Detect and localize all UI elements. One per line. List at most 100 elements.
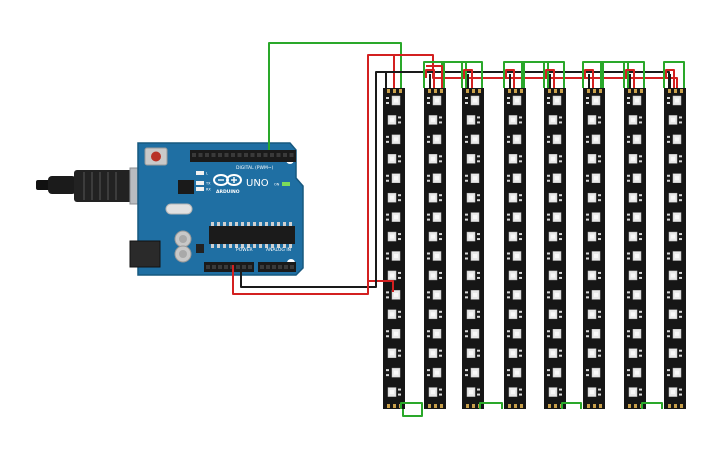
strip-pad[interactable]	[393, 404, 396, 408]
header-pin[interactable]	[242, 265, 246, 269]
strip-pad[interactable]	[628, 89, 631, 93]
strip-pad[interactable]	[548, 89, 551, 93]
strip-pad[interactable]	[680, 89, 683, 93]
header-pin[interactable]	[218, 153, 222, 157]
wire-data-arch[interactable]	[503, 61, 525, 88]
strip-pad[interactable]	[520, 89, 523, 93]
wire-power-jumper[interactable]	[545, 69, 555, 88]
strip-pad[interactable]	[393, 89, 396, 93]
header-pin[interactable]	[283, 153, 287, 157]
header-pin[interactable]	[290, 265, 294, 269]
header-pin[interactable]	[224, 265, 228, 269]
strip-pad[interactable]	[548, 404, 551, 408]
header-pin[interactable]	[224, 153, 229, 157]
led-strip-2[interactable]	[424, 88, 446, 409]
strip-pad[interactable]	[599, 89, 602, 93]
wire-data-arch[interactable]	[543, 61, 565, 88]
wire-data-arduino[interactable]	[268, 42, 402, 150]
header-pin[interactable]	[289, 153, 294, 157]
header-pin[interactable]	[205, 153, 209, 157]
strip-pad[interactable]	[508, 89, 511, 93]
strip-pad[interactable]	[440, 404, 443, 408]
strip-pad[interactable]	[634, 404, 637, 408]
strip-pad[interactable]	[434, 404, 437, 408]
dc-power-jack[interactable]	[129, 240, 161, 268]
strip-pad[interactable]	[514, 404, 517, 408]
header-pin[interactable]	[198, 153, 203, 157]
strip-pad[interactable]	[640, 89, 643, 93]
wire-5v-arduino[interactable]	[232, 265, 369, 295]
wire-power-jumper[interactable]	[584, 69, 594, 88]
wire-data-bottom[interactable]	[402, 405, 423, 417]
wire-data-arch[interactable]	[663, 61, 685, 88]
strip-pad[interactable]	[587, 89, 590, 93]
wire-power-jumper[interactable]	[665, 69, 675, 88]
led-strip-8[interactable]	[664, 88, 686, 409]
strip-pad[interactable]	[680, 404, 683, 408]
led-strip-6[interactable]	[583, 88, 605, 409]
strip-pad[interactable]	[674, 404, 677, 408]
strip-pad[interactable]	[587, 404, 590, 408]
wire-data-jumper[interactable]	[521, 61, 549, 88]
header-pin[interactable]	[248, 265, 252, 269]
strip-pad[interactable]	[668, 89, 671, 93]
led-strip-7[interactable]	[624, 88, 646, 409]
wire-data-jumper[interactable]	[600, 61, 629, 88]
wire-data-arch[interactable]	[461, 61, 483, 88]
header-pin[interactable]	[212, 265, 216, 269]
strip-pad[interactable]	[674, 89, 677, 93]
strip-pad[interactable]	[634, 89, 637, 93]
reset-button-cap[interactable]	[151, 151, 161, 162]
strip-pad[interactable]	[428, 89, 431, 93]
strip-pad[interactable]	[668, 404, 671, 408]
strip-pad[interactable]	[428, 404, 431, 408]
strip-pad[interactable]	[508, 404, 511, 408]
strip-pad[interactable]	[628, 404, 631, 408]
strip-pad[interactable]	[434, 89, 437, 93]
led-strip-5[interactable]	[544, 88, 566, 409]
header-pin[interactable]	[244, 153, 248, 157]
header-pin[interactable]	[218, 265, 222, 269]
header-pin[interactable]	[272, 265, 276, 269]
wire-data-arch[interactable]	[623, 61, 645, 88]
strip-pad[interactable]	[387, 89, 390, 93]
strip-pad[interactable]	[387, 404, 390, 408]
led-strip-1[interactable]	[383, 88, 405, 409]
header-pin[interactable]	[266, 265, 270, 269]
header-pin[interactable]	[260, 265, 264, 269]
wire-power-jumper[interactable]	[425, 69, 435, 88]
strip-pad[interactable]	[520, 404, 523, 408]
header-pin[interactable]	[263, 153, 268, 157]
wire-ground-main[interactable]	[240, 71, 387, 288]
wire-power-jumper[interactable]	[426, 65, 443, 88]
strip-pad[interactable]	[554, 89, 557, 93]
strip-pad[interactable]	[472, 404, 475, 408]
strip-pad[interactable]	[560, 89, 563, 93]
strip-pad[interactable]	[466, 89, 469, 93]
header-pin[interactable]	[278, 265, 282, 269]
wire-data-arch[interactable]	[582, 61, 604, 88]
header-pin[interactable]	[284, 265, 288, 269]
wire-data-jumper-bottom[interactable]	[641, 402, 663, 409]
wire-power-jumper[interactable]	[505, 69, 515, 88]
header-pin[interactable]	[211, 153, 216, 157]
strip-pad[interactable]	[399, 89, 402, 93]
arduino-uno-board[interactable]: DIGITAL (PWM~) L TX RX ON ARDUINO UNO	[129, 142, 304, 276]
led-strip-3[interactable]	[462, 88, 484, 409]
wire-data-arch[interactable]	[423, 61, 445, 88]
strip-pad[interactable]	[593, 89, 596, 93]
strip-pad[interactable]	[514, 89, 517, 93]
strip-pad[interactable]	[478, 89, 481, 93]
strip-pad[interactable]	[554, 404, 557, 408]
header-pin[interactable]	[237, 153, 242, 157]
wire-power-main[interactable]	[367, 54, 395, 292]
header-pin[interactable]	[206, 265, 210, 269]
header-pin[interactable]	[236, 265, 240, 269]
strip-pad[interactable]	[466, 404, 469, 408]
wire-data-jumper-bottom[interactable]	[561, 402, 582, 409]
header-pin[interactable]	[231, 153, 235, 157]
led-strip-4[interactable]	[504, 88, 526, 409]
strip-pad[interactable]	[472, 89, 475, 93]
header-pin[interactable]	[257, 153, 261, 157]
header-pin[interactable]	[270, 153, 274, 157]
